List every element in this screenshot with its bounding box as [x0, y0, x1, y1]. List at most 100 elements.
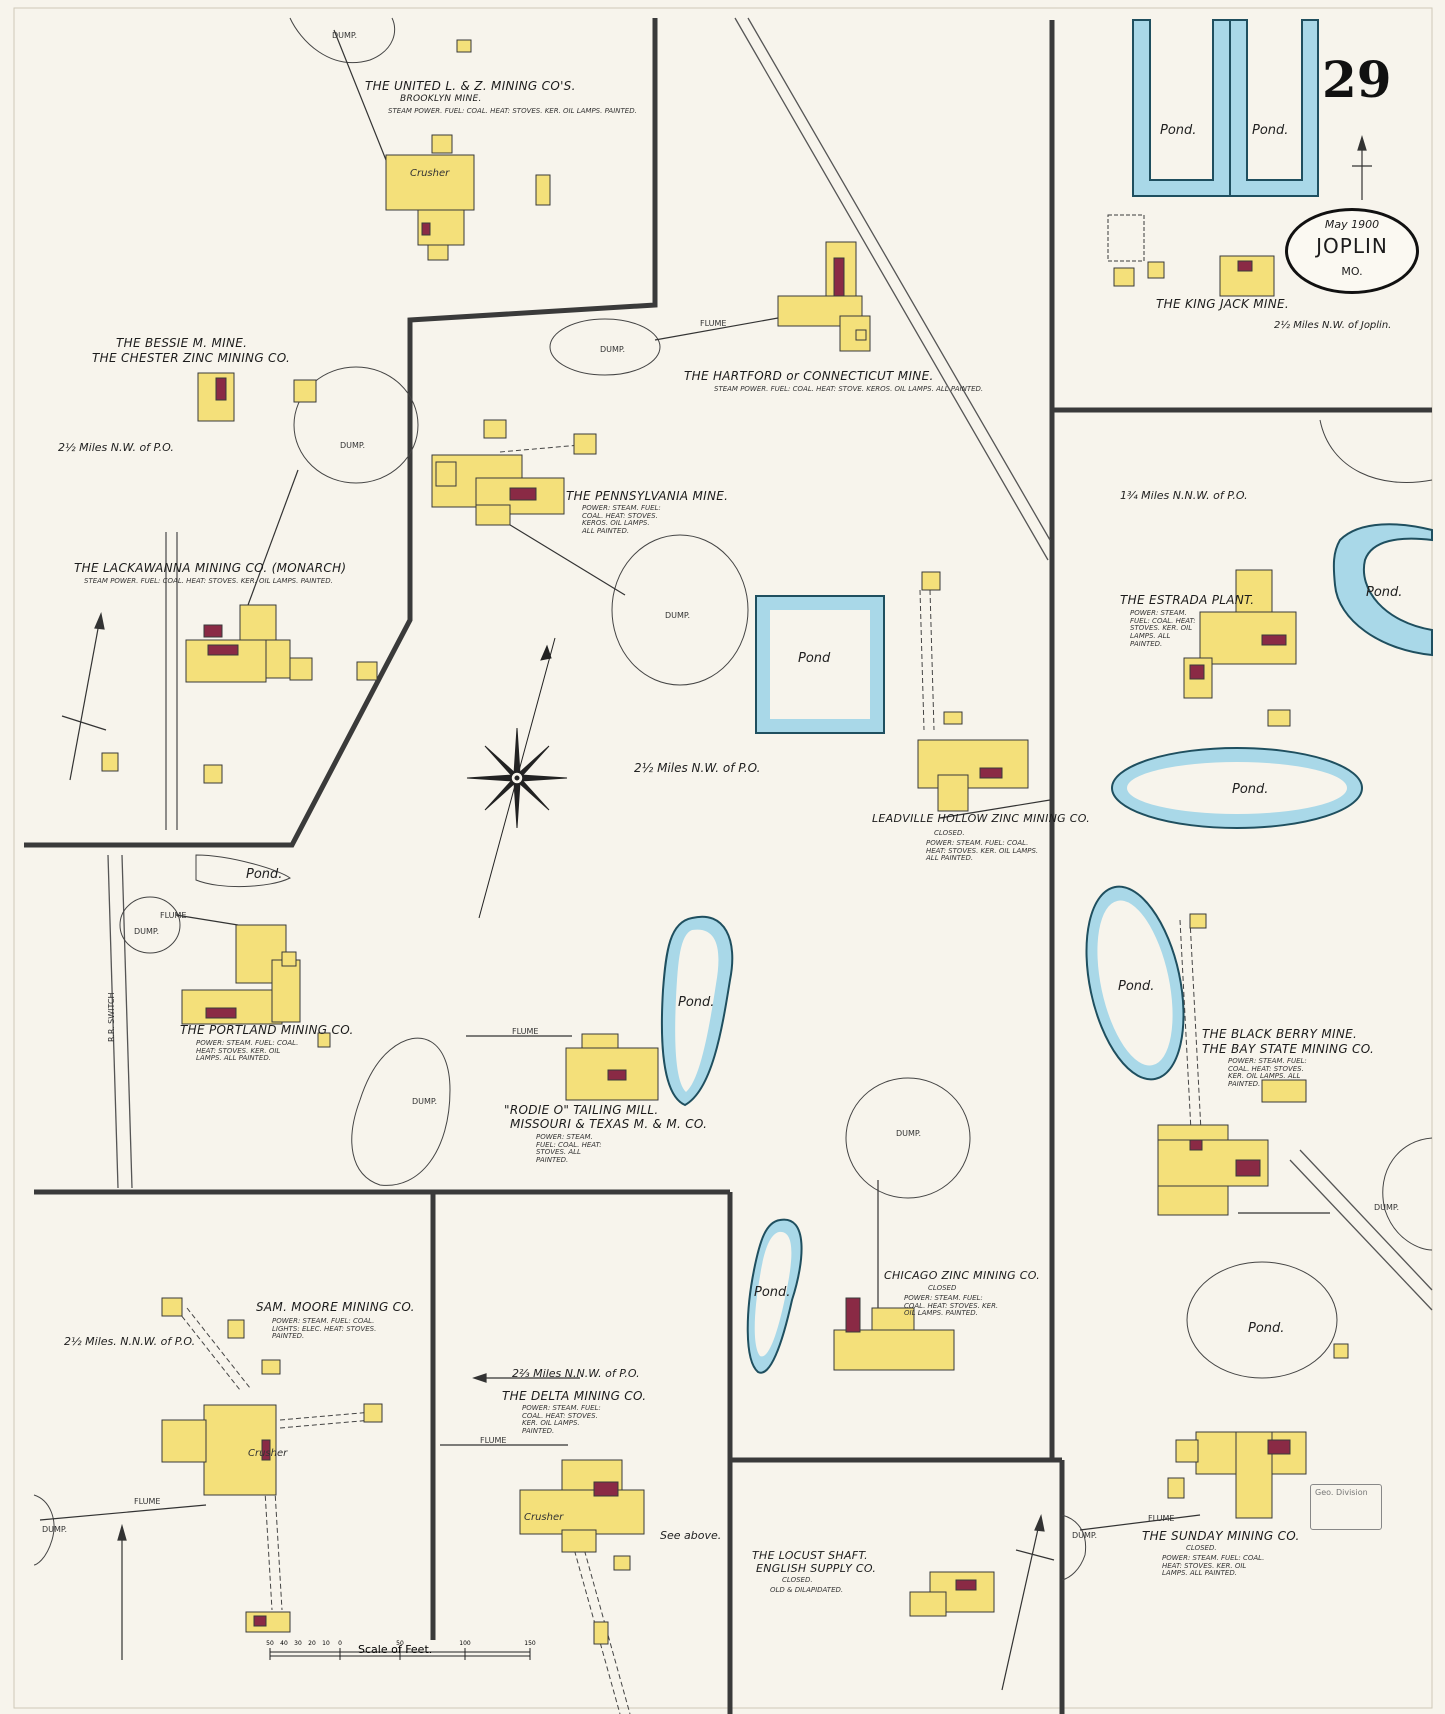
bessie-sub: THE CHESTER ZINC MINING CO.: [92, 351, 291, 365]
delta-dist: 2⅔ Miles N.N.W. of P.O.: [512, 1367, 640, 1380]
sam-moore-dist: 2½ Miles. N.N.W. of P.O.: [64, 1335, 196, 1348]
sunday-flume: FLUME: [1148, 1514, 1175, 1523]
portland-note: POWER: STEAM. FUEL: COAL. HEAT: STOVES. …: [196, 1039, 299, 1063]
king-jack-dist: 2½ Miles N.W. of Joplin.: [1274, 320, 1392, 331]
pond-top-left: [1132, 19, 1231, 197]
lackawanna-title: THE LACKAWANNA MINING CO. (MONARCH): [74, 561, 347, 575]
estrada-title: THE ESTRADA PLANT.: [1120, 593, 1255, 607]
pond-label-blackberry: Pond.: [1118, 979, 1155, 994]
united-dump: DUMP.: [332, 31, 358, 40]
scale-tick-label: 10: [322, 1640, 330, 1647]
locust-sub: ENGLISH SUPPLY CO.: [756, 1562, 877, 1575]
delta-title: THE DELTA MINING CO.: [502, 1389, 647, 1403]
delta-note: POWER: STEAM. FUEL: COAL. HEAT: STOVES. …: [522, 1404, 601, 1436]
stamp-text: Geo. Division: [1315, 1488, 1368, 1497]
bessie-title: THE BESSIE M. MINE.: [116, 336, 248, 350]
bessie-dump: DUMP.: [340, 441, 366, 450]
delta-flume: FLUME: [480, 1436, 507, 1445]
united-title: THE UNITED L. & Z. MINING CO'S.: [365, 79, 576, 93]
hartford-flume: FLUME: [700, 319, 727, 328]
portland-title: THE PORTLAND MINING CO.: [180, 1023, 354, 1037]
hartford-note: STEAM POWER. FUEL: COAL. HEAT: STOVE. KE…: [714, 385, 984, 393]
hartford-title: THE HARTFORD or CONNECTICUT MINE.: [684, 369, 934, 383]
sunday-note: POWER: STEAM. FUEL: COAL. HEAT: STOVES. …: [1162, 1554, 1265, 1578]
estrada-dist: 1¾ Miles N.N.W. of P.O.: [1120, 489, 1248, 502]
penn-dump: DUMP.: [665, 611, 691, 620]
badge-state: MO.: [1341, 265, 1363, 278]
sheet-number: 29: [1322, 50, 1392, 109]
buildings: [101, 39, 1349, 1645]
blackberry-dump: DUMP.: [1374, 1203, 1400, 1212]
center-dist: 2½ Miles N.W. of P.O.: [634, 761, 761, 775]
scale-tick-label: 50: [396, 1640, 404, 1647]
chicago-note: POWER: STEAM. FUEL: COAL. HEAT: STOVES. …: [904, 1294, 999, 1318]
building-leadville: [917, 739, 1029, 789]
leadville-note: POWER: STEAM. FUEL: COAL. HEAT: STOVES. …: [926, 839, 1039, 863]
scale-tick-label: 100: [459, 1640, 471, 1647]
city-badge: May 1900 JOPLIN MO.: [1285, 208, 1419, 294]
dumps: [33, 17, 1433, 1581]
sam-moore-flume: FLUME: [134, 1497, 161, 1506]
locust-title: THE LOCUST SHAFT.: [752, 1549, 868, 1562]
rodie-flume: FLUME: [512, 1027, 539, 1036]
sam-moore-title: SAM. MOORE MINING CO.: [256, 1300, 415, 1314]
sam-moore-crusher: Crusher: [248, 1448, 288, 1459]
scale-tick-label: 150: [524, 1640, 536, 1647]
united-sub: BROOKLYN MINE.: [400, 94, 482, 104]
locust-note: OLD & DILAPIDATED.: [770, 1586, 844, 1594]
rodie-sub: MISSOURI & TEXAS M. & M. CO.: [510, 1117, 708, 1131]
pond-estrada: [1332, 523, 1433, 657]
sunday-title: THE SUNDAY MINING CO.: [1142, 1529, 1300, 1543]
chicago-dump: DUMP.: [896, 1129, 922, 1138]
pond-label-square: Pond: [798, 651, 831, 666]
pond-label-delta: Pond.: [754, 1285, 791, 1300]
scale-tick-label: 20: [308, 1640, 316, 1647]
block-boundaries: [24, 18, 1432, 1714]
delta-crusher: Crusher: [524, 1512, 564, 1523]
king-jack-title: THE KING JACK MINE.: [1156, 297, 1290, 311]
pond-label-sunday: Pond.: [1248, 1321, 1285, 1336]
leadville-title: LEADVILLE HOLLOW ZINC MINING CO.: [872, 812, 1091, 825]
united-crusher: Crusher: [410, 168, 450, 179]
pond-label-portland: Pond.: [246, 867, 283, 882]
estrada-note: POWER: STEAM. FUEL: COAL. HEAT: STOVES. …: [1130, 609, 1196, 648]
rodie-note: POWER: STEAM. FUEL: COAL. HEAT: STOVES. …: [536, 1133, 602, 1165]
scale-tick-label: 30: [294, 1640, 302, 1647]
chicago-sub: CLOSED: [928, 1284, 957, 1292]
pond-top-right: [1229, 19, 1319, 197]
sam-moore-note: POWER: STEAM. FUEL: COAL. LIGHTS: ELEC. …: [272, 1317, 377, 1341]
rr-switch-label: R.R. SWITCH: [107, 992, 116, 1042]
scale-bar: [269, 1648, 531, 1660]
penn-note: POWER: STEAM. FUEL: COAL. HEAT: STOVES. …: [582, 504, 661, 536]
bessie-dist: 2½ Miles N.W. of P.O.: [58, 441, 174, 454]
pond-label-estrada: Pond.: [1366, 585, 1403, 600]
pond-label-1: Pond.: [1160, 123, 1197, 138]
chicago-title: CHICAGO ZINC MINING CO.: [884, 1269, 1041, 1282]
sunday-sub: CLOSED.: [1186, 1544, 1217, 1552]
scale-tick-label: 0: [338, 1640, 342, 1647]
penn-title: THE PENNSYLVANIA MINE.: [566, 489, 729, 503]
library-stamp: Geo. Division: [1310, 1484, 1382, 1530]
lackawanna-note: STEAM POWER. FUEL: COAL. HEAT: STOVES. K…: [84, 577, 333, 585]
blackberry-sub: THE BAY STATE MINING CO.: [1202, 1042, 1375, 1056]
compass-rose-icon: [466, 637, 568, 919]
scale-title: Scale of Feet.: [358, 1643, 433, 1656]
sunday-dump: DUMP.: [1072, 1531, 1098, 1540]
badge-date: May 1900: [1324, 218, 1380, 231]
sheet-border: [13, 7, 1433, 1709]
locust-closed: CLOSED.: [782, 1576, 813, 1584]
sam-moore-dump: DUMP.: [42, 1525, 68, 1534]
scale-tick-label: 50: [266, 1640, 274, 1647]
blackberry-title: THE BLACK BERRY MINE.: [1202, 1027, 1358, 1041]
portland-flume: FLUME: [160, 911, 187, 920]
scale-tick-label: 40: [280, 1640, 288, 1647]
flumes: [39, 29, 1330, 1531]
pond-label-long: Pond.: [1232, 782, 1269, 797]
leadville-sub: CLOSED.: [934, 829, 965, 837]
ponds: [660, 19, 1433, 1374]
see-above: See above.: [660, 1529, 722, 1542]
building-united-mill: [385, 154, 475, 211]
rodie-dump: DUMP.: [412, 1097, 438, 1106]
portland-dump: DUMP.: [134, 927, 160, 936]
